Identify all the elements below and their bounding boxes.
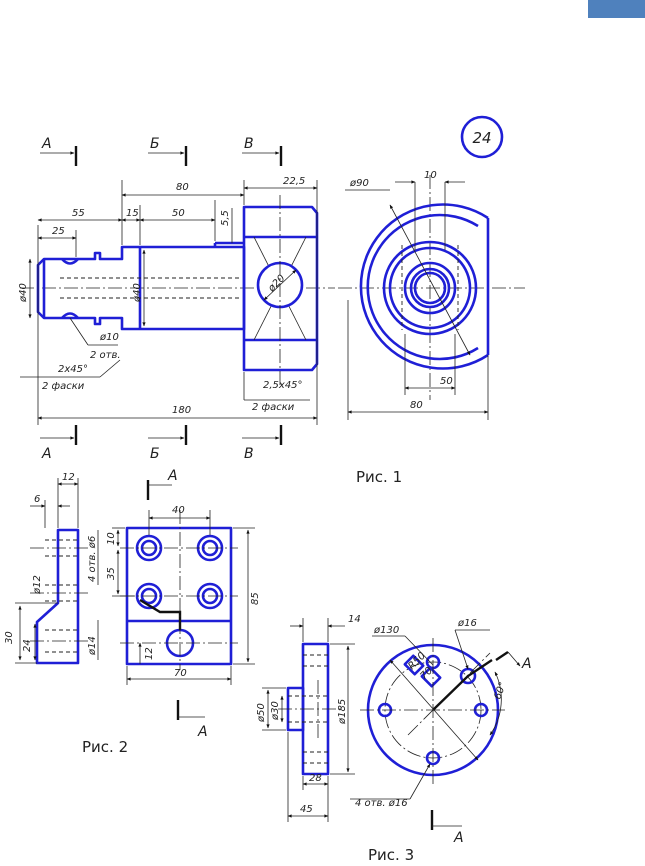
fig3-dim-14: 14 — [348, 614, 361, 625]
dim-2-chamfers: 2 фаски — [42, 381, 85, 392]
fig3-dim-dia130: ø130 — [373, 625, 399, 636]
dim-dia90: ø90 — [349, 178, 369, 189]
dim-15: 15 — [126, 208, 139, 219]
fig3-section-letter-a-bottom: А — [453, 830, 464, 846]
dim-2-chamfers-b: 2 фаски — [252, 402, 295, 413]
fig2-dim-10: 10 — [106, 532, 117, 545]
fig2-section-letter-a-top: А — [167, 468, 178, 484]
section-letter-v-bottom: В — [244, 446, 254, 462]
fig2-dim-30: 30 — [4, 631, 15, 644]
fig2-dim-12b: 12 — [144, 647, 155, 660]
dim-5-5: 5,5 — [220, 210, 231, 226]
figure-3: 14 ø50 ø30 ø185 28 45 — [256, 614, 532, 864]
fig2-side-view: 12 6 4 отв. ø6 ø12 30 24 ø14 — [4, 472, 99, 665]
fig3-dim-4-holes: 4 отв. ø16 — [355, 798, 408, 809]
dim-2-5x45: 2,5x45° — [263, 380, 303, 391]
fig2-dim-4-holes: 4 отв. ø6 — [87, 536, 98, 582]
fig3-dim-45: 45 — [300, 804, 313, 815]
dim-dia10: ø10 — [99, 332, 119, 343]
fig2-dim-dia14: ø14 — [87, 636, 98, 656]
variant-circle — [460, 115, 504, 159]
fig2-dim-85: 85 — [250, 592, 261, 605]
dim-22-5: 22,5 — [283, 176, 305, 187]
fig2-dim-12: 12 — [62, 472, 75, 483]
section-marks-bottom: А Б В — [40, 425, 283, 462]
dim-55: 55 — [72, 208, 85, 219]
fig2-dim-70: 70 — [174, 668, 187, 679]
fig2-dim-dia12: ø12 — [32, 575, 43, 595]
fig2-dim-40: 40 — [172, 505, 185, 516]
section-marks-top: А Б В — [40, 136, 283, 166]
fig3-dim-28: 28 — [309, 773, 322, 784]
section-letter-b-top: Б — [150, 136, 160, 152]
dim-10: 10 — [424, 170, 437, 181]
fig3-dim-dia185: ø185 — [337, 699, 348, 725]
fig3-dim-dia16: ø16 — [457, 618, 477, 629]
dim-25: 25 — [52, 226, 65, 237]
caption-fig1: Рис. 1 — [356, 468, 402, 486]
dim-50: 50 — [172, 208, 185, 219]
section-letter-a-top: А — [41, 136, 52, 152]
shaft-side-view: ø90 10 50 80 — [338, 170, 525, 420]
fig2-dim-24: 24 — [22, 639, 33, 652]
shaft-front-view — [20, 195, 335, 385]
section-letter-v-top: В — [244, 136, 254, 152]
fig1-dimension-lines — [20, 180, 318, 425]
fig3-front-view: А ø130 ø16 R50 70 60° 4 отв. ø16 — [350, 618, 532, 809]
dim-50-right: 50 — [440, 376, 453, 387]
fig2-dim-6: 6 — [34, 494, 40, 505]
fig3-dim-dia50: ø50 — [256, 703, 267, 723]
figure-2: А 12 6 4 отв. ø6 — [4, 468, 261, 756]
fig3-side-view: 14 ø50 ø30 ø185 28 45 — [256, 614, 361, 822]
dim-80-right: 80 — [410, 400, 423, 411]
fig3-dim-60deg: 60° — [492, 681, 508, 701]
dim-2-holes: 2 отв. — [90, 350, 121, 361]
fig2-section-letter-a-bottom: А — [197, 724, 208, 740]
fig3-dim-dia30: ø30 — [270, 701, 281, 721]
dim-dia40-mid: ø40 — [132, 283, 143, 303]
section-letter-a-bottom: А — [41, 446, 52, 462]
section-letter-b-bottom: Б — [150, 446, 160, 462]
caption-fig2: Рис. 2 — [82, 738, 128, 756]
fig2-dim-35: 35 — [106, 567, 117, 580]
fig3-section-letter-a-top: А — [521, 656, 532, 672]
fig2-front-view: 40 10 35 85 12 70 — [106, 505, 261, 685]
dim-dia40-left: ø40 — [18, 283, 29, 303]
dim-180: 180 — [172, 405, 191, 416]
dim-80: 80 — [176, 182, 189, 193]
caption-fig3: Рис. 3 — [368, 846, 414, 864]
variant-number: 24 — [472, 129, 491, 147]
page-corner-tab — [588, 0, 645, 18]
figure-1: 24 А Б В — [18, 115, 525, 486]
dim-2x45: 2x45° — [58, 364, 88, 375]
